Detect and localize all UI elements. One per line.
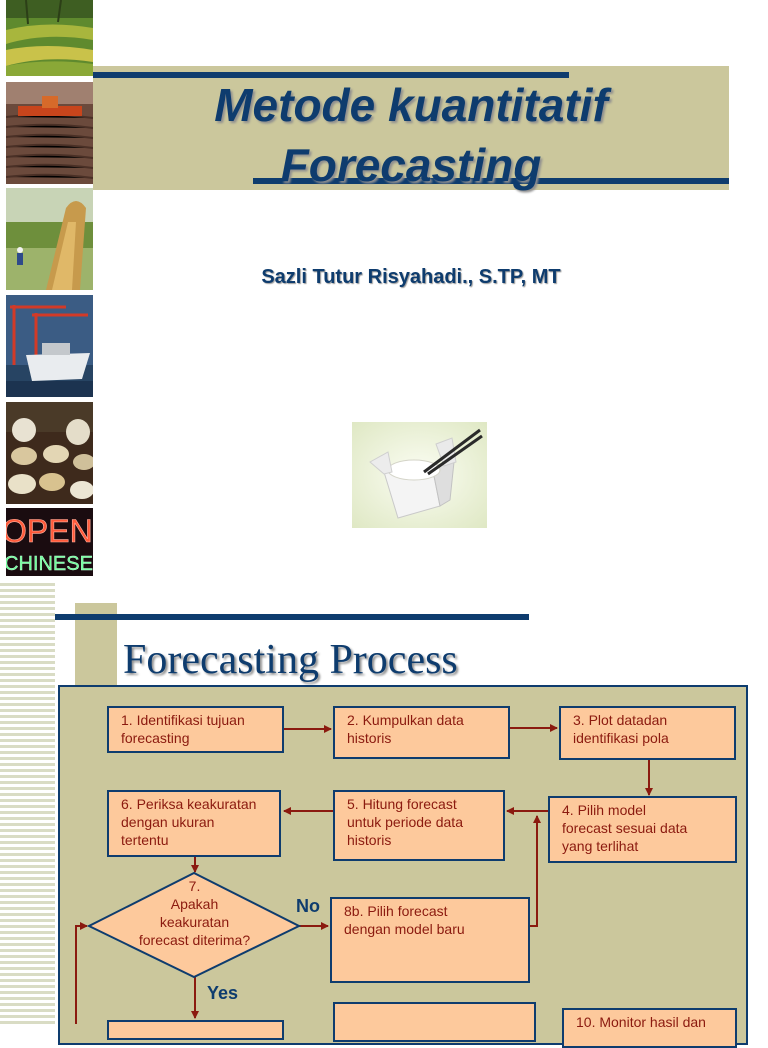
title-bottom-rule	[253, 178, 729, 184]
flowchart-connectors	[75, 724, 653, 1024]
step-1-box: 1. Identifikasi tujuan forecasting	[107, 706, 284, 753]
decision-text: 7. Apakah keakuratan forecast diterima?	[138, 878, 251, 948]
photo-strip: OPEN CHINESE FO	[6, 0, 93, 576]
chinese-takeout-box-photo	[352, 422, 487, 528]
stripe-decoration	[0, 580, 55, 1024]
step-3-box: 3. Plot datadan identifikasi pola	[559, 706, 736, 760]
open-sign-photo: OPEN CHINESE FO	[6, 508, 93, 576]
arrow-8b-to-4	[530, 815, 541, 927]
slide-title-line1: Metode kuantitatif	[214, 79, 608, 131]
tractor-field-photo	[6, 82, 93, 184]
decision-diamond	[86, 871, 302, 979]
step-8b-box: 8b. Pilih forecast dengan model baru	[330, 897, 530, 983]
author-name: Sazli Tutur Risyahadi., S.TP, MT	[261, 266, 561, 288]
step-2-box: 2. Kumpulkan data historis	[333, 706, 510, 759]
open-sign-text-line1: OPEN	[6, 513, 93, 549]
slide2-top-rule	[55, 614, 529, 620]
title-band	[93, 66, 729, 190]
step-10-box: 10. Monitor hasil dan	[562, 1008, 737, 1048]
step-9-box	[333, 1002, 536, 1042]
arrow-loop-back	[75, 922, 88, 1024]
open-sign-text-line2: CHINESE FO	[6, 553, 93, 575]
step-5-box: 5. Hitung forecast untuk periode data hi…	[333, 790, 505, 861]
slide-title-line2: Forecasting	[280, 139, 542, 191]
step-8a-box	[107, 1020, 284, 1040]
grain-harvest-photo	[6, 188, 93, 290]
grain-sacks-photo	[6, 402, 93, 504]
step-4-box: 4. Pilih model forecast sesuai data yang…	[548, 796, 737, 863]
yes-label: Yes	[207, 983, 239, 1003]
rice-terraces-photo	[6, 0, 93, 76]
no-label: No	[296, 896, 320, 916]
title-top-rule	[93, 72, 569, 78]
container-port-photo	[6, 295, 93, 397]
slide2-title: Forecasting Process	[123, 637, 458, 683]
step-6-box: 6. Periksa keakuratan dengan ukuran tert…	[107, 790, 281, 857]
